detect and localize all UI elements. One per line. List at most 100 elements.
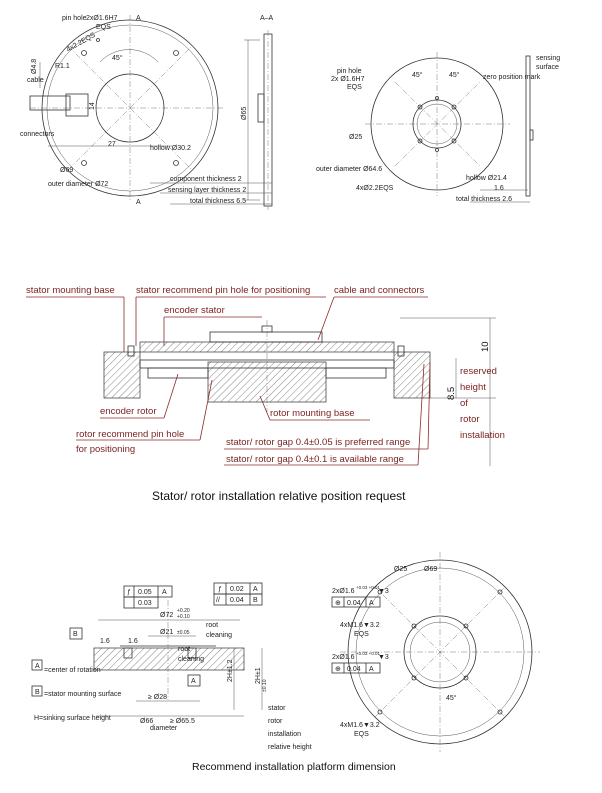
stator-rotor-label-0: stator xyxy=(268,705,286,712)
rotor-pin-hole-label-2: for positioning xyxy=(76,444,135,455)
section-mark-a-top: A xyxy=(136,15,141,22)
tol1b-value: 0.03 xyxy=(138,600,152,607)
datum-b-box: B xyxy=(73,631,78,638)
legend-b-text: =stator mounting surface xyxy=(44,691,121,698)
legend-a-text: =center of rotation xyxy=(44,667,101,674)
rotor-hollow: hollow Ø21.4 xyxy=(466,175,507,182)
dim-65-5: ≥ Ø65.5 xyxy=(170,718,195,725)
position-2-ref: A xyxy=(369,666,374,673)
dim-2h-12: 2H±1.2 xyxy=(227,659,234,682)
rotor-angle-1: 45° xyxy=(412,71,423,79)
tol2-symbol: ƒ xyxy=(218,586,222,593)
gap-preferred-label: stator/ rotor gap 0.4±0.05 is preferred … xyxy=(226,437,410,448)
dim-10: 10 xyxy=(480,341,491,352)
platform-diameter-25: Ø25 xyxy=(394,566,407,573)
cable-connectors-label: cable and connectors xyxy=(334,285,425,296)
assembly-section xyxy=(26,296,496,466)
tol2-value: 0.02 xyxy=(230,586,244,593)
connectors-label: connectors xyxy=(20,131,55,138)
platform-section xyxy=(31,582,263,717)
section-title: A–A xyxy=(260,15,274,22)
reserved-label-2: of xyxy=(460,398,468,409)
dim-16-b: 1.6 xyxy=(128,638,138,645)
reserved-label-3: rotor xyxy=(460,414,480,425)
dim-14: 14 xyxy=(89,102,96,110)
middle-caption: Stator/ rotor installation relative posi… xyxy=(152,489,406,503)
dim-72-lower: +0.10 xyxy=(177,614,190,620)
pin-spec-2-tol: +0.03 +0.01 xyxy=(356,651,381,656)
cable-diameter-label: Ø4.8 xyxy=(31,59,38,74)
rotor-face-view xyxy=(365,52,534,203)
reserved-label-4: installation xyxy=(460,430,505,441)
tol2b-ref: B xyxy=(253,597,258,604)
dim-28: ≥ Ø28 xyxy=(148,694,167,701)
reserved-label-0: reserved xyxy=(460,366,497,377)
legend-a-box: A xyxy=(35,663,40,670)
section-aa-view xyxy=(150,30,273,210)
platform-angle: 45° xyxy=(446,694,457,702)
reserved-label-1: height xyxy=(460,382,486,393)
stator-pin-hole-label: stator recommend pin hole for positionin… xyxy=(136,285,310,296)
encoder-stator-label: encoder stator xyxy=(164,305,225,316)
rotor-dim-16: 1.6 xyxy=(494,185,504,192)
root-label-2: root xyxy=(178,646,190,653)
pin-spec-2: 2xØ1.6 xyxy=(332,654,355,661)
hollow-label: hollow Ø30.2 xyxy=(150,145,191,152)
tol2b-symbol: // xyxy=(216,597,220,604)
sensing-label: sensing xyxy=(536,55,560,62)
platform-diameter-69: Ø69 xyxy=(424,566,437,573)
dim-72-upper: +0.20 xyxy=(177,608,190,614)
rotor-pin-eqs: EQS xyxy=(347,84,362,91)
thread-spec-1: 4xM1.6▼3.2 xyxy=(340,622,380,629)
section-mark-a-bottom: A xyxy=(136,199,141,206)
component-thickness: component thickness 2 xyxy=(170,176,242,183)
dim-2h-1: 2H±1 xyxy=(255,667,262,684)
rotor-pin-spec: 2x Ø1.6H7 xyxy=(331,76,365,83)
pin-spec-1: 2xØ1.6 xyxy=(332,588,355,595)
platform-top-view xyxy=(331,552,540,752)
pin-spec-1-tol: +0.03 +0.01 xyxy=(356,585,381,590)
rotor-total-thickness: total thickness 2.6 xyxy=(456,196,512,203)
diameter-label: diameter xyxy=(150,725,178,732)
datum-a-box: A xyxy=(191,678,196,685)
dim-21-tol: ±0.05 xyxy=(177,630,190,636)
rotor-pin-hole-label-1: rotor recommend pin hole xyxy=(76,429,184,440)
stator-rotor-label-1: rotor xyxy=(268,718,283,725)
dim-2h-1-tol: ±0.10 xyxy=(262,679,268,692)
pin-hole-spec: 2xØ1.6H7 xyxy=(86,15,118,22)
total-thickness: total thickness 6.5 xyxy=(190,198,246,205)
tol2b-value: 0.04 xyxy=(230,597,244,604)
dim-16-a: 1.6 xyxy=(100,638,110,645)
thread-spec-2-eqs: EQS xyxy=(354,731,369,738)
cleaning-label-2: cleaning xyxy=(178,656,204,663)
rotor-mounting-base-label: rotor mounting base xyxy=(270,408,355,419)
bottom-caption: Recommend installation platform dimensio… xyxy=(192,761,396,773)
stator-rotor-label-3: relative height xyxy=(268,744,312,751)
position-1-value: 0.04 xyxy=(347,600,361,607)
cable-label: cable xyxy=(27,77,44,84)
dim-8-5: 8.5 xyxy=(446,387,457,400)
angle-label: 45° xyxy=(112,54,123,62)
sensing-thickness: sensing layer thickness 2 xyxy=(168,187,246,194)
dim-66: Ø66 xyxy=(140,718,153,725)
pin-spec-2-depth: ▼3 xyxy=(378,654,389,661)
stator-rotor-label-2: installation xyxy=(268,731,301,738)
surface-label: surface xyxy=(536,64,559,71)
rotor-holes-spec: 4xØ2.2EQS xyxy=(356,185,394,192)
position-2-value: 0.04 xyxy=(347,666,361,673)
diameter-65: Ø65 xyxy=(241,107,248,120)
pin-hole-eqs: EQS xyxy=(96,24,111,31)
encoder-rotor-label: encoder rotor xyxy=(100,406,157,417)
rotor-angle-2: 45° xyxy=(449,71,460,79)
diameter-69: Ø69 xyxy=(60,167,73,174)
position-1-ref: A xyxy=(369,600,374,607)
position-1-symbol: ⊕ xyxy=(335,600,341,607)
tol1-ref: A xyxy=(162,589,167,596)
outer-diameter-label: outer diameter Ø72 xyxy=(48,181,108,188)
tol1-value: 0.05 xyxy=(138,589,152,596)
dim-72: Ø72 xyxy=(160,612,173,619)
cleaning-label-1: cleaning xyxy=(206,632,232,639)
radius-label: R1.1 xyxy=(55,63,70,70)
rotor-pin-hole-label: pin hole xyxy=(337,68,362,75)
